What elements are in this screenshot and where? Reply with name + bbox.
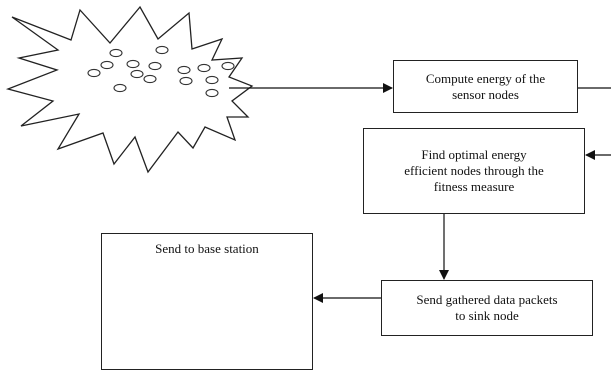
- sensor-node: [179, 76, 193, 86]
- sensor-node: [177, 65, 191, 75]
- compute-energy-box: Compute energy of the sensor nodes: [393, 60, 578, 113]
- sensor-node: [221, 61, 235, 71]
- sensor-node: [155, 45, 169, 55]
- sensor-node: [205, 88, 219, 98]
- base-station-label: Send to base station: [155, 241, 259, 256]
- sensor-node: [126, 59, 140, 69]
- connectors: [229, 83, 611, 303]
- sensor-node: [205, 75, 219, 85]
- sensor-node: [148, 61, 162, 71]
- sensor-node: [143, 74, 157, 84]
- find-optimal-nodes-box: Find optimal energy efficient nodes thro…: [363, 128, 585, 214]
- starburst-outline: [5, 5, 254, 174]
- sensor-nodes: [87, 45, 235, 98]
- sensor-node: [130, 69, 144, 79]
- sensor-node: [87, 68, 101, 78]
- sensor-field-starburst-icon: [5, 5, 254, 174]
- find-optimal-nodes-label: Find optimal energy efficient nodes thro…: [404, 147, 544, 194]
- sensor-node: [109, 48, 123, 58]
- sensor-node: [100, 60, 114, 70]
- base-station-box: Send to base station: [101, 233, 313, 370]
- send-packets-box: Send gathered data packets to sink node: [381, 280, 593, 336]
- send-packets-label: Send gathered data packets to sink node: [416, 292, 558, 323]
- compute-energy-label: Compute energy of the sensor nodes: [425, 70, 546, 102]
- sensor-node: [113, 83, 127, 93]
- sensor-node: [197, 63, 211, 73]
